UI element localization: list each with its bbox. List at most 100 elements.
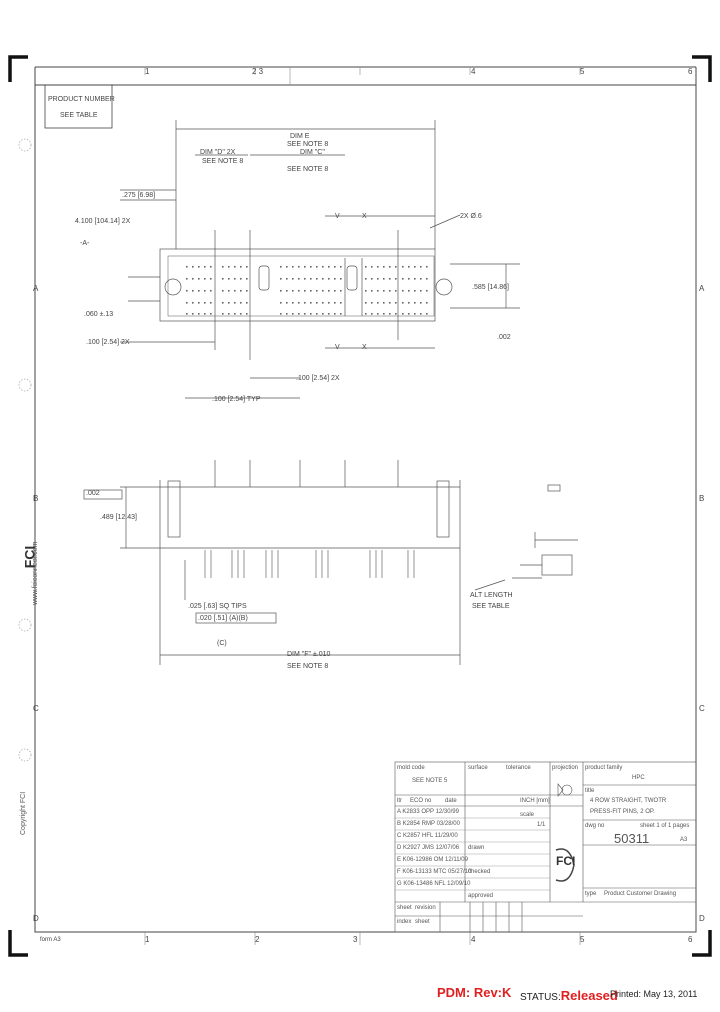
pin bbox=[210, 278, 212, 280]
pin-grid bbox=[186, 266, 428, 315]
pin bbox=[204, 278, 206, 280]
pin bbox=[192, 278, 194, 280]
pin bbox=[198, 278, 200, 280]
pin bbox=[228, 290, 230, 292]
pin bbox=[322, 266, 324, 268]
pin bbox=[365, 302, 367, 304]
pin bbox=[408, 278, 410, 280]
pin bbox=[414, 266, 416, 268]
dim-275: .275 [6.98] bbox=[122, 192, 156, 199]
pin bbox=[322, 290, 324, 292]
tb-title-label: title bbox=[585, 788, 595, 794]
pin bbox=[298, 278, 300, 280]
pin bbox=[246, 302, 248, 304]
zone-right-a: A bbox=[699, 284, 705, 293]
pin bbox=[383, 278, 385, 280]
pin bbox=[280, 278, 282, 280]
pin bbox=[228, 302, 230, 304]
tb-mold-code: mold code bbox=[397, 765, 425, 771]
pin bbox=[298, 313, 300, 315]
tb-revision-label: revision bbox=[415, 905, 436, 911]
pin bbox=[198, 266, 200, 268]
pin bbox=[310, 266, 312, 268]
pin bbox=[186, 313, 188, 315]
tb-sheet-of: sheet 1 of 1 pages bbox=[640, 823, 690, 829]
dim-d-note: SEE NOTE 8 bbox=[202, 158, 244, 165]
pin bbox=[210, 313, 212, 315]
tb-tolerance: tolerance bbox=[506, 765, 531, 771]
tb-sheet-row-label: sheet bbox=[415, 919, 430, 925]
pin bbox=[395, 278, 397, 280]
pin bbox=[414, 290, 416, 292]
pin bbox=[414, 302, 416, 304]
dim-f-note: SEE NOTE 8 bbox=[287, 663, 329, 670]
detail-view bbox=[474, 484, 578, 591]
dim-489: .489 [12.43] bbox=[100, 514, 137, 521]
tb-title-line1: 4 ROW STRAIGHT, TWOTR bbox=[590, 798, 667, 804]
zone-top-4: 4 bbox=[471, 67, 476, 76]
pin bbox=[192, 313, 194, 315]
pin bbox=[408, 313, 410, 315]
connector-side-view bbox=[83, 460, 461, 665]
tb-drawn: drawn bbox=[468, 845, 485, 851]
pin bbox=[383, 313, 385, 315]
flatness-002-b: .002 bbox=[86, 490, 100, 497]
corner-marks bbox=[8, 55, 712, 957]
status: STATUS:Released bbox=[520, 988, 618, 1003]
tb-surface: surface bbox=[468, 765, 488, 771]
dim-020: .020 [.51] (A)(B) bbox=[198, 615, 248, 622]
pin bbox=[186, 302, 188, 304]
pin bbox=[389, 278, 391, 280]
pin bbox=[210, 266, 212, 268]
pin bbox=[198, 302, 200, 304]
status-value: Released bbox=[560, 988, 618, 1003]
pin bbox=[292, 302, 294, 304]
zone-top-2-3: 2 3 bbox=[252, 67, 264, 76]
pin bbox=[334, 290, 336, 292]
dim-d-label: DIM "D" 2X bbox=[200, 149, 236, 156]
tb-rev-row-a: A K2833 OPP 12/30/99 bbox=[397, 809, 459, 815]
pin bbox=[310, 290, 312, 292]
pin bbox=[389, 266, 391, 268]
alt-length: ALT LENGTH bbox=[470, 592, 513, 599]
hole-callout: 2X Ø.6 bbox=[460, 213, 482, 220]
zone-left-a: A bbox=[33, 284, 39, 293]
section-mark-bot-x: X bbox=[362, 344, 367, 351]
pin bbox=[383, 266, 385, 268]
pin bbox=[304, 278, 306, 280]
pin bbox=[371, 313, 373, 315]
pin bbox=[316, 278, 318, 280]
status-label: STATUS: bbox=[520, 992, 561, 1003]
section-mark-bot-v: V bbox=[335, 344, 340, 351]
pin bbox=[334, 302, 336, 304]
pin bbox=[365, 313, 367, 315]
tb-units: INCH [mm] bbox=[520, 798, 550, 804]
tb-type-value: Product Customer Drawing bbox=[604, 891, 677, 897]
pin bbox=[340, 278, 342, 280]
pin bbox=[426, 313, 428, 315]
pin bbox=[240, 313, 242, 315]
pin bbox=[402, 290, 404, 292]
pin bbox=[222, 302, 224, 304]
tb-part-number: 50311 bbox=[614, 831, 650, 846]
pin bbox=[246, 278, 248, 280]
tb-dwg-no: dwg no bbox=[585, 823, 605, 829]
pin bbox=[280, 266, 282, 268]
pin bbox=[402, 266, 404, 268]
tb-title-line2: PRESS-FIT PINS, 2 OP. bbox=[590, 809, 655, 815]
dim-e-note: SEE NOTE 8 bbox=[287, 141, 329, 148]
pin bbox=[222, 313, 224, 315]
pin bbox=[246, 290, 248, 292]
tb-size: A3 bbox=[680, 837, 688, 843]
product-number-see-table: SEE TABLE bbox=[60, 112, 98, 119]
pin bbox=[228, 278, 230, 280]
pin bbox=[204, 290, 206, 292]
pin bbox=[389, 290, 391, 292]
pin bbox=[198, 313, 200, 315]
pin bbox=[408, 290, 410, 292]
zone-bottom-5: 5 bbox=[580, 935, 585, 944]
pin bbox=[328, 302, 330, 304]
pin bbox=[395, 313, 397, 315]
pin bbox=[340, 313, 342, 315]
